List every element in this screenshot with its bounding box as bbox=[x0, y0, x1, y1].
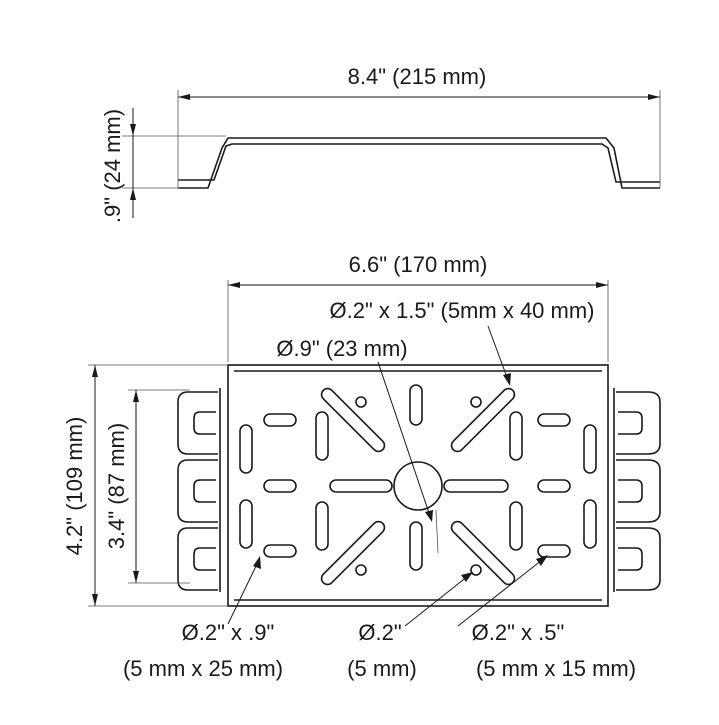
small-hole bbox=[470, 396, 482, 408]
vertical-slot bbox=[583, 424, 597, 474]
diagonal-slot-bottom-left bbox=[320, 520, 386, 586]
side-profile-inner bbox=[178, 143, 660, 183]
vertical-slot bbox=[509, 411, 523, 461]
vertical-slot bbox=[409, 384, 423, 426]
short-slot-callout-line1: Ø.2" x .5" bbox=[472, 620, 565, 645]
small-hole-callout-line2: (5 mm) bbox=[347, 656, 417, 681]
side-width-label: 8.4" (215 mm) bbox=[348, 64, 487, 89]
short-slot-callout-line2: (5 mm x 15 mm) bbox=[476, 656, 636, 681]
short-slot bbox=[537, 413, 571, 427]
vertical-slot bbox=[315, 411, 329, 461]
small-hole bbox=[470, 564, 482, 576]
left-tab-3-inner bbox=[193, 547, 216, 571]
vertical-slot bbox=[239, 499, 253, 549]
small-hole-leader-arrow bbox=[461, 572, 473, 582]
inner-height-arrow-bottom bbox=[133, 571, 139, 583]
center-right-long-slot bbox=[443, 479, 509, 493]
left-tab-1-inner bbox=[193, 411, 216, 435]
side-width-arrow-left bbox=[178, 94, 190, 100]
vertical-slot-leader-arrow bbox=[253, 556, 261, 569]
left-tab-3 bbox=[177, 527, 218, 591]
center-left-long-slot bbox=[329, 479, 393, 493]
center-hole-callout: Ø.9" (23 mm) bbox=[276, 336, 407, 361]
short-slot-leader-arrow bbox=[536, 555, 548, 566]
outer-height-label: 4.2" (109 mm) bbox=[62, 417, 87, 556]
small-hole-leader bbox=[404, 575, 469, 627]
center-hole-leader bbox=[377, 361, 431, 517]
vertical-slot-callout-line1: Ø.2" x .9" bbox=[182, 620, 275, 645]
small-hole bbox=[355, 564, 367, 576]
left-tabs bbox=[177, 388, 221, 592]
vertical-slots bbox=[239, 384, 597, 571]
small-holes bbox=[355, 396, 482, 576]
short-slot bbox=[263, 413, 297, 427]
side-view: 8.4" (215 mm) .9" (24 mm) bbox=[100, 64, 661, 223]
side-height-arrow-top bbox=[130, 124, 136, 136]
center-hole-leader-arrow bbox=[425, 510, 433, 522]
vertical-slot bbox=[239, 424, 253, 474]
diagonal-long-slots bbox=[320, 387, 516, 586]
right-tab-3-inner bbox=[618, 547, 643, 571]
vertical-slot bbox=[409, 521, 423, 571]
left-tab-2-inner bbox=[193, 479, 216, 503]
vertical-slot bbox=[509, 501, 523, 551]
short-slot bbox=[263, 479, 297, 493]
top-width-arrow-right bbox=[596, 282, 608, 288]
side-width-arrow-right bbox=[648, 94, 660, 100]
short-horizontal-slots bbox=[263, 413, 571, 558]
right-tabs bbox=[613, 388, 661, 592]
right-tab-2 bbox=[616, 459, 661, 523]
short-slot-leader bbox=[457, 559, 543, 627]
long-slot-leader bbox=[487, 325, 509, 381]
center-hole bbox=[393, 461, 443, 511]
inner-height-arrow-top bbox=[133, 390, 139, 402]
long-slot-leader-arrow bbox=[503, 373, 511, 386]
vertical-slot-leader bbox=[227, 561, 259, 625]
top-width-label: 6.6" (170 mm) bbox=[349, 252, 488, 277]
short-slot bbox=[537, 479, 571, 493]
vertical-slot bbox=[583, 499, 597, 549]
diagonal-slot-top-right bbox=[450, 387, 516, 453]
side-height-arrow-bottom bbox=[130, 188, 136, 200]
top-view: 6.6" (170 mm) 4.2" (109 mm) 3.4" (87 mm)… bbox=[62, 252, 661, 681]
side-height-label: .9" (24 mm) bbox=[100, 109, 125, 223]
left-tab-1 bbox=[177, 391, 218, 455]
left-tab-2 bbox=[177, 459, 218, 523]
vertical-slot bbox=[315, 501, 329, 551]
outer-height-arrow-bottom bbox=[92, 594, 98, 606]
side-profile-outline bbox=[178, 137, 660, 189]
short-slot bbox=[537, 544, 571, 558]
inner-height-label: 3.4" (87 mm) bbox=[104, 423, 129, 549]
small-hole bbox=[355, 396, 367, 408]
right-tab-2-inner bbox=[618, 479, 643, 503]
right-tab-3 bbox=[616, 527, 661, 591]
small-hole-callout-line1: Ø.2" bbox=[358, 620, 401, 645]
short-slot bbox=[263, 544, 297, 558]
long-slot-callout: Ø.2" x 1.5" (5mm x 40 mm) bbox=[330, 298, 595, 323]
right-tab-1 bbox=[616, 391, 661, 455]
vertical-slot-callout-line2: (5 mm x 25 mm) bbox=[123, 656, 283, 681]
right-tab-1-inner bbox=[618, 411, 643, 435]
diagonal-slot-top-left bbox=[320, 387, 386, 453]
top-width-arrow-left bbox=[228, 282, 240, 288]
center-mark-line bbox=[435, 509, 439, 554]
outer-height-arrow-top bbox=[92, 365, 98, 377]
